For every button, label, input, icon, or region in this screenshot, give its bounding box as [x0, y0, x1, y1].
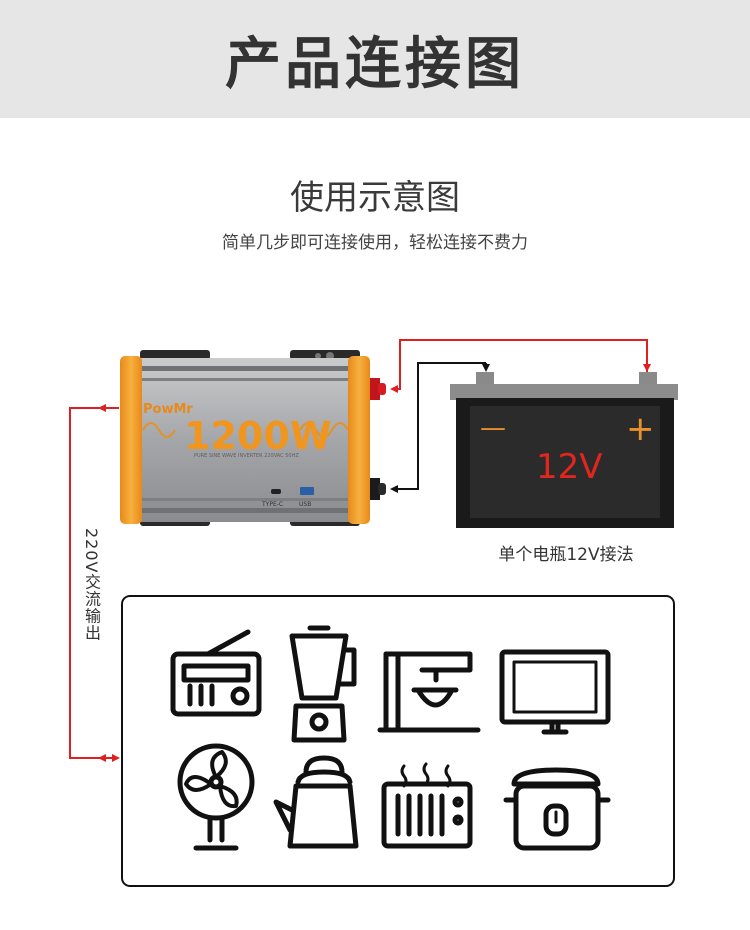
positive-terminal: [370, 378, 380, 400]
stand-mixer-icon: [377, 651, 481, 733]
usb-port: [300, 487, 314, 495]
kettle-icon: [273, 755, 359, 849]
inverter-subtext: PURE SINE WAVE INVERTER 220VAC 50HZ: [194, 453, 299, 459]
ac-output-wire: [69, 407, 120, 762]
header-banner: 产品连接图: [0, 0, 750, 118]
inverter: PowMr 1200W PURE SINE WAVE INVERTER 220V…: [120, 350, 386, 526]
positive-wire: [390, 339, 648, 393]
battery-caption: 单个电瓶12V接法: [498, 545, 634, 565]
heater-icon: [381, 762, 473, 849]
negative-terminal: [370, 478, 380, 500]
page-title: 产品连接图: [225, 31, 525, 97]
inverter-power-label: 1200W: [184, 414, 332, 458]
radio-icon: [170, 629, 262, 717]
battery-positive-symbol: +: [626, 409, 655, 449]
rice-cooker-icon: [503, 767, 611, 851]
typec-port: [271, 489, 281, 494]
battery: — + 12V: [450, 372, 678, 528]
battery-voltage-label: 12V: [536, 447, 603, 487]
tv-monitor-icon: [499, 649, 611, 735]
inverter-brand: PowMr: [143, 402, 193, 417]
usb-label: USB: [299, 501, 311, 508]
battery-negative-symbol: —: [480, 413, 506, 443]
electric-fan-icon: [177, 743, 255, 851]
appliances-box: [121, 595, 675, 887]
typec-label: TYPE-C: [261, 501, 283, 508]
blender-icon: [289, 625, 357, 743]
section-title: 使用示意图: [290, 178, 460, 218]
section-description: 简单几步即可连接使用，轻松连接不费力: [222, 233, 528, 253]
ac-output-label: 220V交流输出: [82, 528, 101, 642]
negative-wire: [390, 362, 486, 493]
